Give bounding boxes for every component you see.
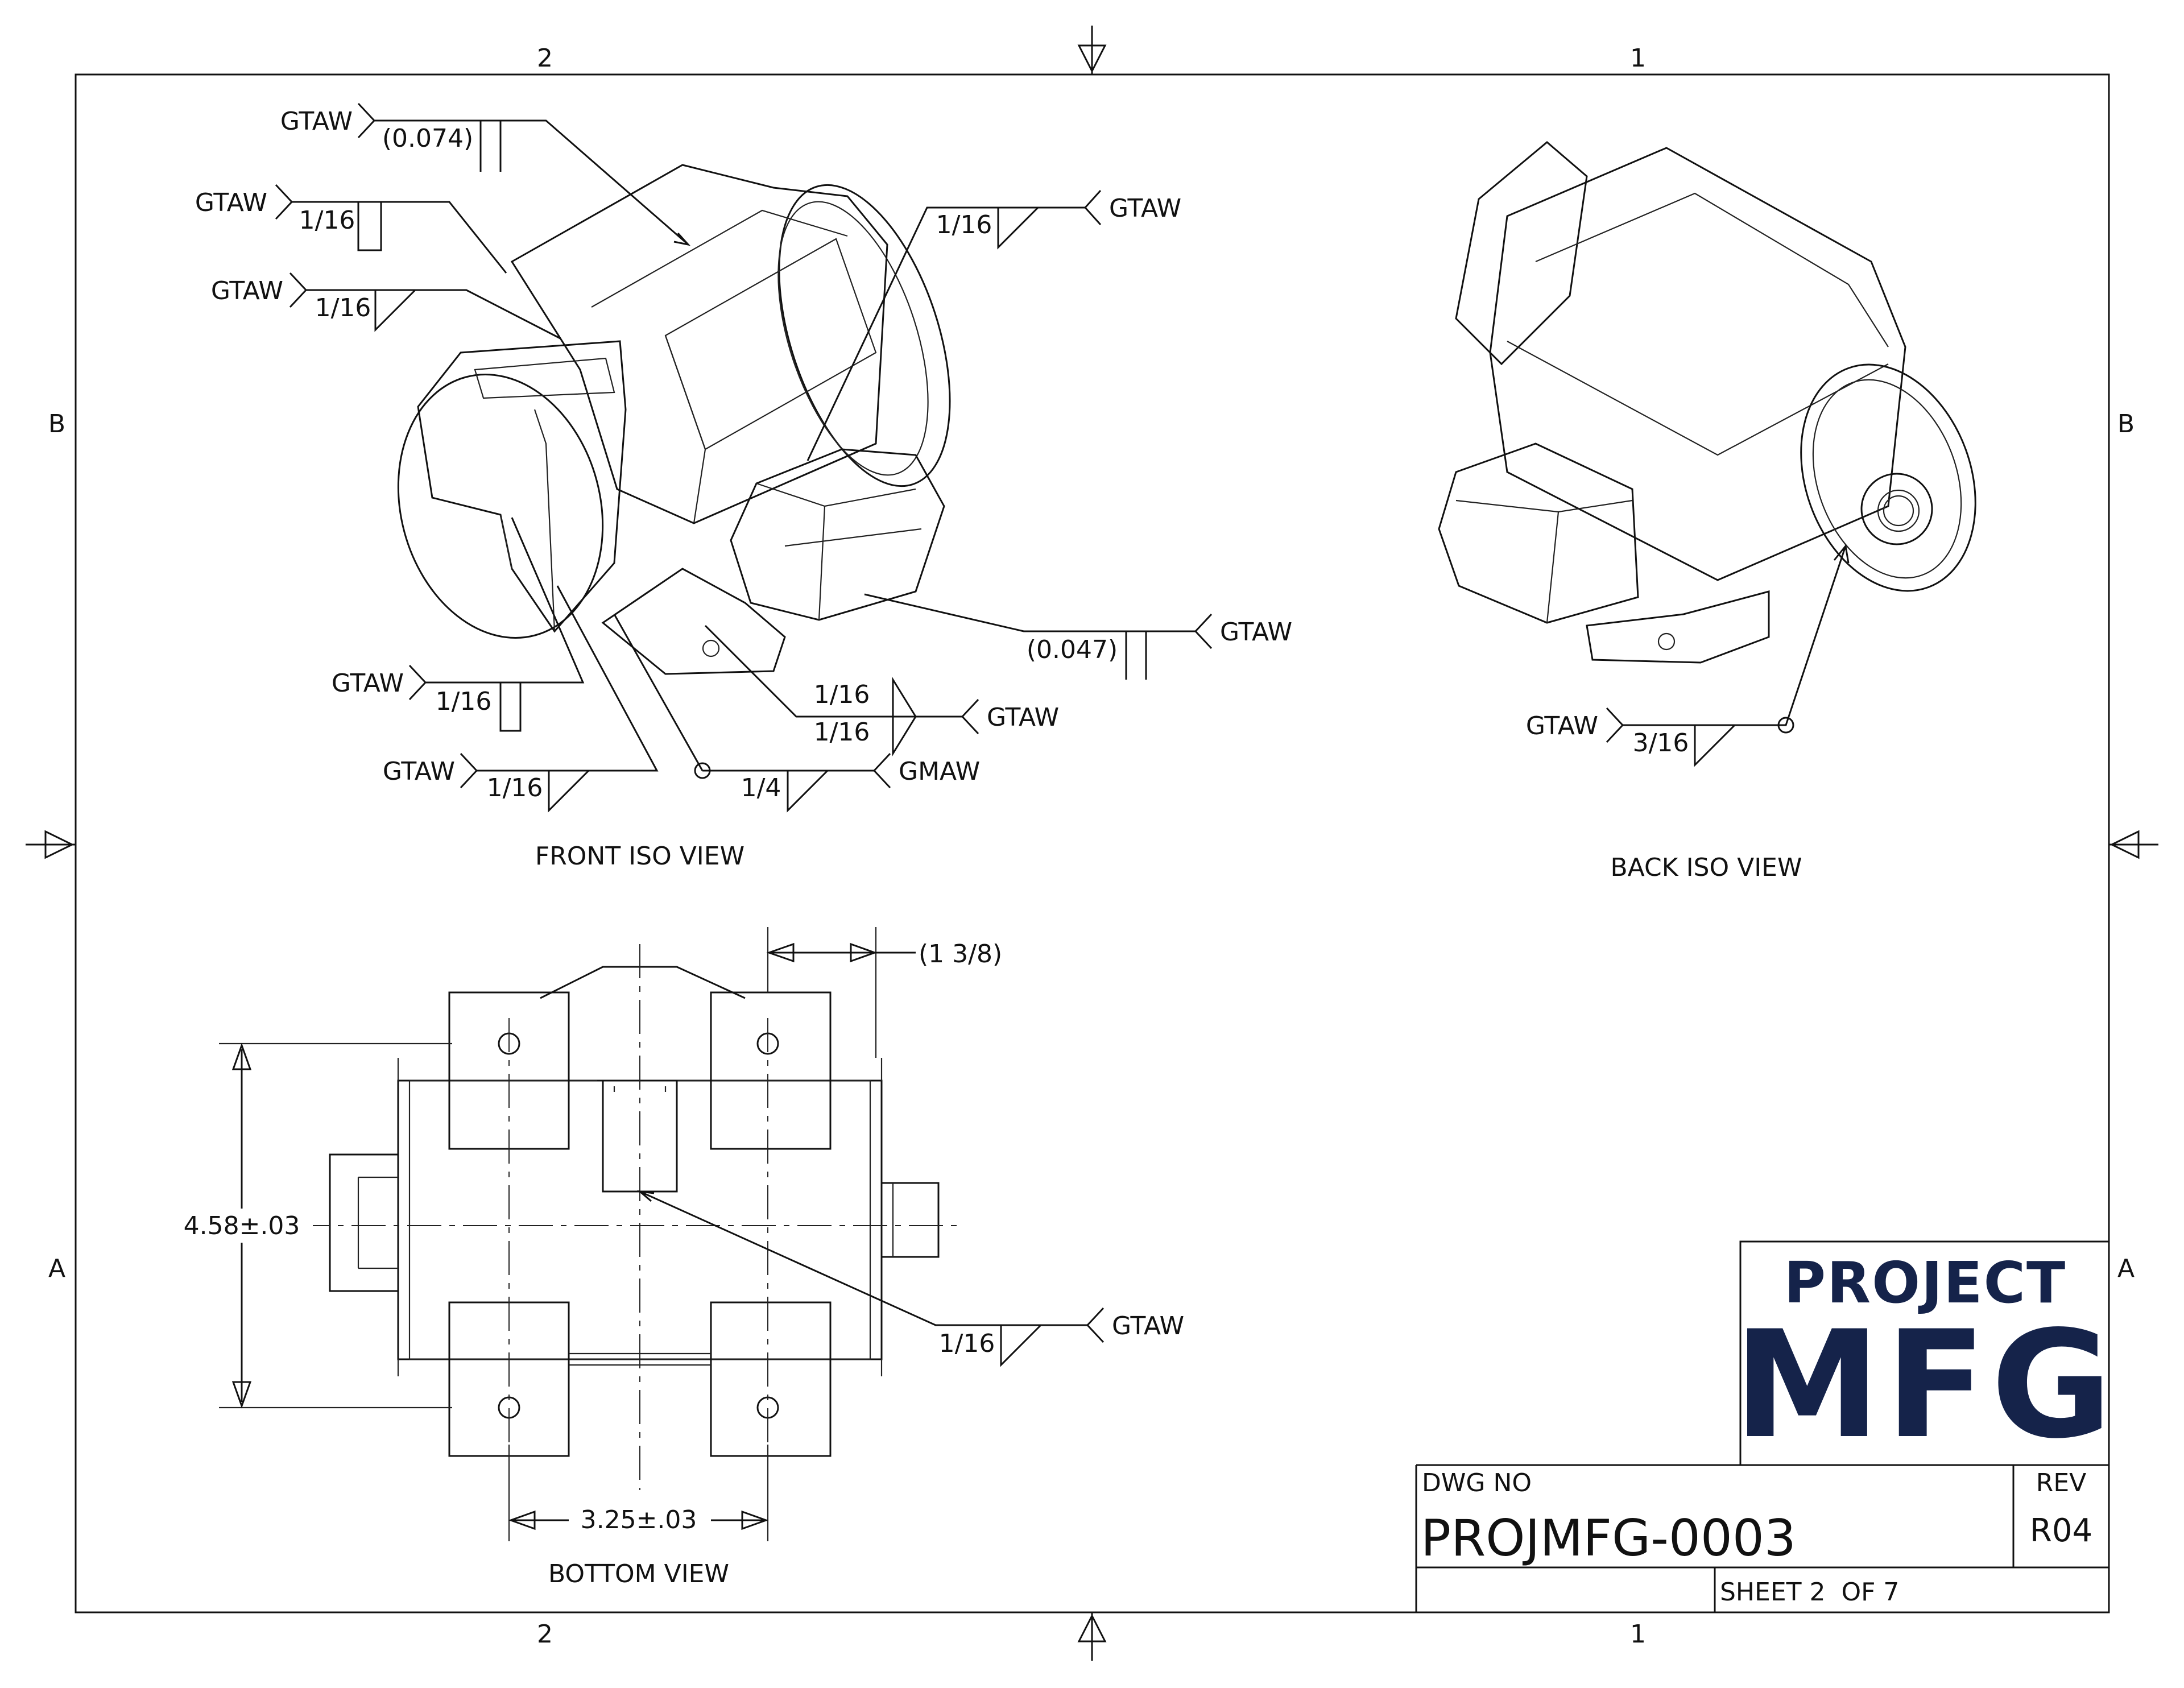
back-iso-part: [1438, 141, 1976, 664]
sheet-info: SHEET 2 OF 7: [1720, 1578, 1899, 1607]
weld-7-process: GTAW: [332, 669, 404, 698]
weld-6-size-bottom: 1/16: [814, 718, 870, 747]
weld-6-size-top: 1/16: [814, 680, 870, 709]
weld-callout-4: GTAW 1/16: [806, 189, 1181, 461]
title-block: PROJECT MFG DWG NO PROJMFG-0003 REV R04 …: [1415, 1240, 2117, 1612]
weld-8-process: GTAW: [383, 757, 455, 786]
weld-11-size: 1/16: [939, 1329, 995, 1358]
dwg-no-value: PROJMFG-0003: [1421, 1509, 1796, 1567]
weld-9-process: GMAW: [899, 757, 980, 786]
bottom-view-label: BOTTOM VIEW: [548, 1559, 729, 1588]
rev-value: R04: [2030, 1512, 2092, 1549]
zone-right-upper: B: [2117, 409, 2135, 438]
bottom-view-part: [296, 944, 961, 1490]
weld-4-size: 1/16: [936, 210, 992, 239]
weld-3-process: GTAW: [211, 276, 283, 305]
weld-callout-5: GTAW (0.047): [864, 593, 1292, 680]
centering-marks: [26, 26, 2158, 1661]
front-iso-part: [397, 164, 951, 675]
back-iso-view-label: BACK ISO VIEW: [1611, 853, 1802, 882]
weld-4-process: GTAW: [1109, 194, 1181, 223]
weld-2-process: GTAW: [195, 188, 267, 217]
zone-left-lower: A: [48, 1254, 65, 1283]
bottom-view-dimensions: 4.58±.03 3.25±.03 (1 3/8): [171, 927, 1002, 1541]
logo-project: PROJECT: [1784, 1250, 2066, 1316]
weld-9-size: 1/4: [741, 773, 781, 802]
zone-labels: 2 1 2 1 B A B A: [48, 44, 2135, 1649]
weld-callout-10: GTAW 3/16: [1526, 544, 1850, 767]
weld-callout-8: GTAW 1/16: [383, 585, 659, 813]
dimension-height: 4.58±.03: [184, 1211, 300, 1240]
zone-bottom-right: 1: [1630, 1620, 1646, 1649]
rev-label: REV: [2036, 1468, 2086, 1497]
zone-top-left: 2: [537, 44, 553, 73]
weld-5-size: (0.047): [1027, 635, 1118, 664]
weld-callout-1: GTAW (0.074): [280, 102, 691, 246]
weld-callout-11: GTAW 1/16: [637, 1190, 1184, 1367]
dimension-offset: (1 3/8): [919, 940, 1002, 969]
weld-7-size: 1/16: [436, 687, 492, 716]
weld-11-process: GTAW: [1112, 1311, 1184, 1341]
dwg-no-label: DWG NO: [1422, 1468, 1532, 1497]
zone-left-upper: B: [48, 409, 65, 438]
weld-10-process: GTAW: [1526, 711, 1598, 740]
weld-5-process: GTAW: [1220, 618, 1292, 647]
zone-top-right: 1: [1630, 44, 1646, 73]
dimension-width: 3.25±.03: [581, 1505, 697, 1534]
weld-callout-2: GTAW 1/16: [195, 184, 507, 274]
weld-10-size: 3/16: [1633, 729, 1689, 758]
weld-1-size: (0.074): [382, 124, 473, 153]
weld-6-process: GTAW: [987, 703, 1059, 732]
weld-3-size: 1/16: [315, 293, 371, 322]
weld-1-process: GTAW: [280, 107, 353, 136]
zone-right-lower: A: [2117, 1254, 2135, 1283]
weld-8-size: 1/16: [487, 773, 543, 802]
weld-callout-6: GTAW 1/16 1/16: [704, 624, 1059, 757]
front-iso-view-label: FRONT ISO VIEW: [535, 842, 744, 871]
weld-callout-7: GTAW 1/16: [332, 517, 585, 732]
weld-callout-3: GTAW 1/16: [211, 272, 561, 340]
weld-2-size: 1/16: [299, 206, 355, 235]
weld-callout-9: GMAW 1/4: [613, 614, 980, 813]
zone-bottom-left: 2: [537, 1620, 553, 1649]
logo-mfg: MFG: [1734, 1300, 2117, 1471]
